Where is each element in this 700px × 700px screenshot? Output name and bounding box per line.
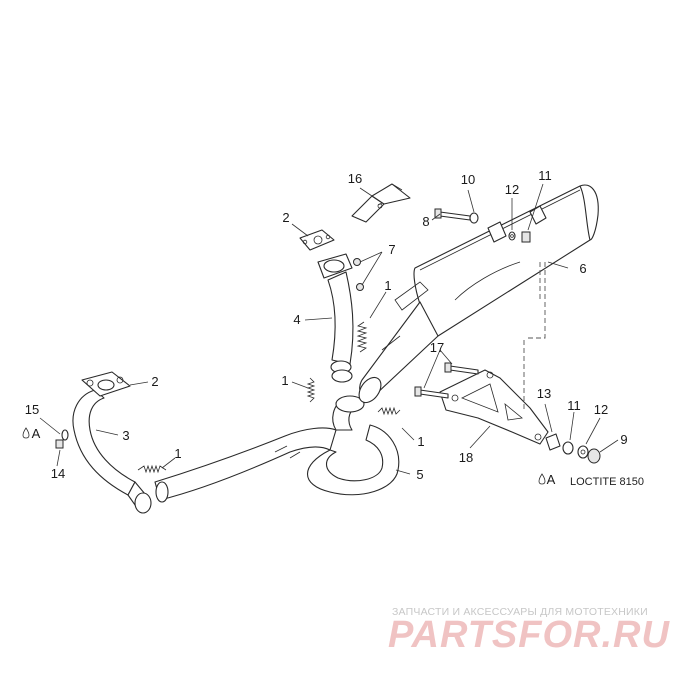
part-18-rear-bracket xyxy=(439,369,549,445)
callout-4: 4 xyxy=(293,312,300,327)
callout-numbers: 16 10 11 12 8 2 7 6 1 4 17 2 1 15 3 13 1… xyxy=(25,168,628,482)
callout-12-top: 12 xyxy=(505,182,519,197)
parts-front-hardware xyxy=(55,429,69,449)
callout-6: 6 xyxy=(579,261,586,276)
callout-10: 10 xyxy=(461,172,475,187)
callout-9: 9 xyxy=(620,432,627,447)
callout-8: 8 xyxy=(422,214,429,229)
callout-1-upper: 1 xyxy=(384,278,391,293)
callout-17: 17 xyxy=(430,340,444,355)
callout-16: 16 xyxy=(348,171,362,186)
parts-rear-hardware xyxy=(545,433,601,464)
callout-1-right: 1 xyxy=(417,434,424,449)
callout-2-upper: 2 xyxy=(282,210,289,225)
leader-lines xyxy=(39,183,619,475)
callout-2-lower: 2 xyxy=(151,374,158,389)
watermark-brand: PARTSFOR.RU xyxy=(388,614,670,656)
parts-top-hardware xyxy=(434,208,531,243)
part-17-bolts xyxy=(414,362,479,399)
part-16-bracket xyxy=(351,183,411,223)
part-5-exhaust-pipe xyxy=(154,395,400,503)
drop-icon xyxy=(22,427,30,439)
callout-1-lower: 1 xyxy=(174,446,181,461)
drop-icon xyxy=(538,473,546,485)
callout-7: 7 xyxy=(388,242,395,257)
adhesive-marker-left: A xyxy=(22,426,41,441)
callout-11-top: 11 xyxy=(538,168,552,183)
adhesive-legend: A LOCTITE 8150 xyxy=(538,472,644,488)
part-3-header-pipe xyxy=(72,371,152,514)
part-1-springs xyxy=(137,321,401,474)
adhesive-label-left: A xyxy=(32,426,41,441)
callout-12-rear: 12 xyxy=(594,402,608,417)
callout-13: 13 xyxy=(537,386,551,401)
callout-14: 14 xyxy=(51,466,65,481)
callout-5: 5 xyxy=(416,467,423,482)
callout-18: 18 xyxy=(459,450,473,465)
watermark-tagline: ЗАПЧАСТИ И АКСЕССУАРЫ ДЛЯ МОТОТЕХНИКИ xyxy=(392,606,648,618)
adhesive-label-legend: A xyxy=(547,472,556,487)
part-7-nuts xyxy=(353,258,364,291)
part-4-rear-pipe xyxy=(317,253,354,383)
callout-15: 15 xyxy=(25,402,39,417)
callout-11-rear: 11 xyxy=(567,398,581,413)
callout-1-middle: 1 xyxy=(281,373,288,388)
part-2-gasket-upper xyxy=(299,229,335,251)
part-6-silencer xyxy=(358,184,599,404)
legend-text: LOCTITE 8150 xyxy=(570,476,644,488)
alignment-lines xyxy=(523,262,546,410)
callout-3: 3 xyxy=(122,428,129,443)
